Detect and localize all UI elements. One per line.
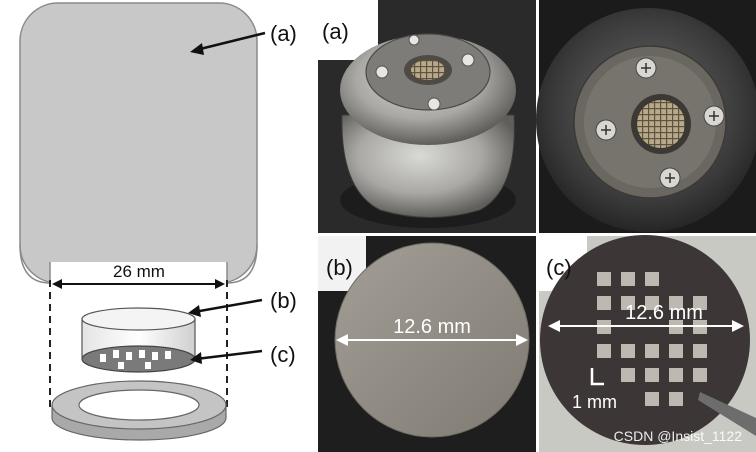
photo-label-a: (a) bbox=[322, 19, 349, 44]
canister-opening bbox=[50, 262, 227, 292]
screw-icon bbox=[427, 97, 441, 111]
base-ring bbox=[51, 380, 227, 441]
photo-holder-top bbox=[536, 0, 756, 233]
grid-windows bbox=[597, 272, 707, 406]
dimension-label: 26 mm bbox=[113, 262, 165, 281]
photo-holder-side: (a) bbox=[318, 0, 536, 233]
grid-disc-c bbox=[81, 345, 196, 373]
photo-disc: 12.6 mm (b) bbox=[318, 236, 536, 452]
screw-icon bbox=[461, 53, 475, 67]
scale-bar-label: 1 mm bbox=[572, 392, 617, 412]
grid-dimension-label: 12.6 mm bbox=[625, 302, 703, 324]
watermark: CSDN @Insist_1122 bbox=[614, 428, 743, 444]
screw-icon bbox=[408, 34, 420, 46]
label-c: (c) bbox=[270, 342, 296, 367]
arrow-c bbox=[195, 349, 263, 361]
grid-disc bbox=[540, 235, 750, 445]
disc-dimension-label: 12.6 mm bbox=[393, 316, 471, 338]
schematic: 26 mm (a) (b) bbox=[19, 2, 297, 441]
arrow-b bbox=[193, 298, 263, 314]
photo-grid: 12.6 mm 1 mm (c) CSDN @Insist_1122 bbox=[539, 235, 756, 452]
screw-icon bbox=[375, 65, 389, 79]
label-a: (a) bbox=[270, 21, 297, 46]
label-b: (b) bbox=[270, 288, 297, 313]
arrow-a bbox=[195, 31, 266, 52]
photo-label-b: (b) bbox=[326, 255, 353, 280]
scale-bar bbox=[590, 368, 604, 386]
photo-label-c: (c) bbox=[546, 255, 572, 280]
tweezer-tip bbox=[698, 392, 756, 436]
